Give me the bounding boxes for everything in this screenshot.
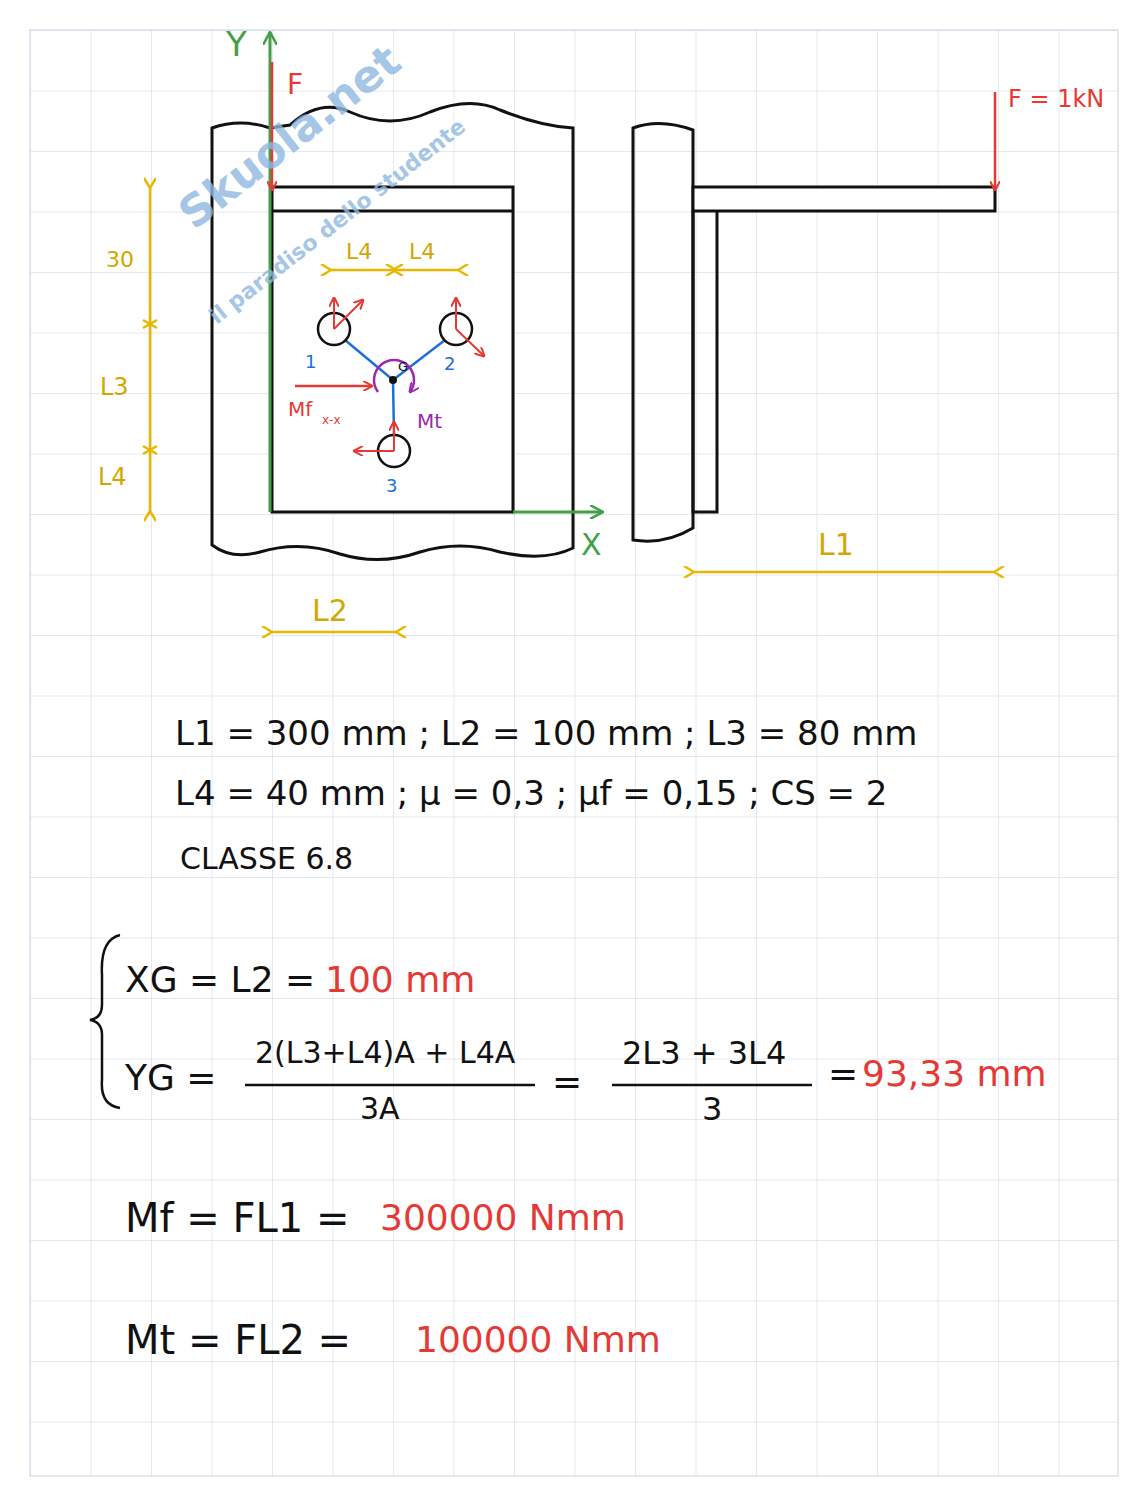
- dimension-label: L4: [346, 240, 372, 264]
- dimension-label: L1: [818, 528, 854, 561]
- callout-number: 1: [305, 352, 316, 372]
- fraction-denominator: 3A: [360, 1092, 400, 1125]
- moment-label: Mf: [288, 398, 312, 420]
- force-label: F = 1kN: [1008, 86, 1104, 112]
- axis-label: Y: [226, 26, 247, 63]
- data-line: L4 = 40 mm ; μ = 0,3 ; μf = 0,15 ; CS = …: [175, 775, 887, 812]
- data-line: CLASSE 6.8: [180, 842, 353, 875]
- axis-label: X: [581, 528, 602, 561]
- dimension-label: L2: [312, 594, 348, 627]
- fraction-numerator: 2(L3+L4)A + L4A: [255, 1036, 515, 1069]
- result-value: 100 mm: [325, 960, 475, 1000]
- equation: YG =: [125, 1058, 217, 1098]
- fraction-denominator: 3: [702, 1092, 722, 1127]
- equation: Mt = FL2 =: [125, 1318, 351, 1362]
- dimension-label: 30: [106, 248, 134, 272]
- callout-number: 3: [386, 476, 397, 496]
- moment-subscript: x-x: [322, 414, 341, 427]
- equation: Mf = FL1 =: [125, 1196, 350, 1240]
- fraction-numerator: 2L3 + 3L4: [622, 1036, 786, 1071]
- result-value: 300000 Nmm: [380, 1198, 626, 1238]
- data-line: L1 = 300 mm ; L2 = 100 mm ; L3 = 80 mm: [175, 715, 917, 752]
- dimension-label: L4: [409, 240, 435, 264]
- equation: =: [552, 1062, 582, 1102]
- dimension-label: L4: [98, 464, 127, 490]
- dimension-label: L3: [100, 374, 129, 400]
- centroid-label: G: [398, 360, 408, 374]
- callout-number: 2: [444, 354, 455, 374]
- result-value: 93,33 mm: [862, 1054, 1047, 1094]
- equation: XG = L2 =: [125, 960, 315, 1000]
- equation: =: [828, 1054, 858, 1094]
- result-value: 100000 Nmm: [415, 1320, 661, 1360]
- moment-label: Mt: [417, 410, 442, 432]
